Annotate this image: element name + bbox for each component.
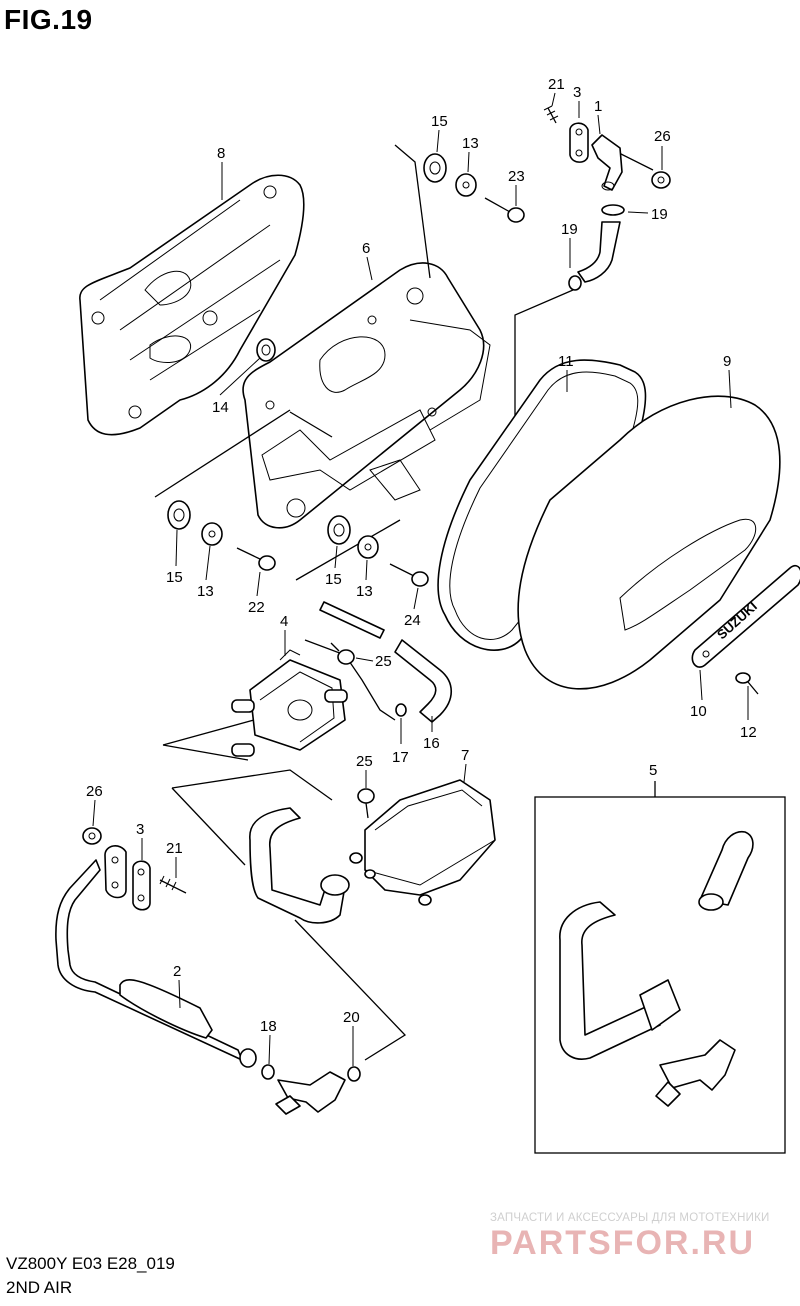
hose-16 — [394, 639, 453, 723]
flange-pipe-2 — [104, 845, 127, 899]
bracket-plate-6 — [242, 262, 491, 529]
bolt-22 — [236, 547, 276, 571]
kit-box-5 — [534, 781, 786, 1154]
label-1: 1 — [594, 98, 602, 115]
label-25-upper: 25 — [375, 653, 392, 670]
watermark-logo-text: PARTSFOR.RU — [490, 1224, 755, 1262]
label-19-top: 19 — [651, 206, 668, 223]
label-6: 6 — [362, 240, 370, 257]
clamp-19-left — [568, 275, 582, 291]
hose-elbow-center — [249, 807, 350, 924]
label-16: 16 — [423, 735, 440, 752]
label-23: 23 — [508, 168, 525, 185]
watermark-tagline: ЗАПЧАСТИ И АКСЕССУАРЫ ДЛЯ МОТОТЕХНИКИ — [490, 1212, 770, 1224]
pipe-1 — [591, 134, 623, 191]
label-12: 12 — [740, 724, 757, 741]
bolt-23 — [484, 197, 525, 223]
cover-9 — [517, 395, 781, 690]
grommet-15-top — [423, 153, 447, 183]
label-5: 5 — [649, 762, 657, 779]
label-7: 7 — [461, 747, 469, 764]
section-name: 2ND AIR — [6, 1278, 73, 1297]
label-22: 22 — [248, 599, 265, 616]
label-13-top: 13 — [462, 135, 479, 152]
label-21-bottom: 21 — [166, 840, 183, 857]
bolt-24 — [389, 563, 429, 587]
bolt-25-upper — [330, 642, 355, 665]
air-box-7 — [349, 779, 496, 906]
screw-12 — [735, 672, 759, 695]
nut-26-bottom — [82, 827, 102, 845]
label-9: 9 — [723, 353, 731, 370]
watermark-logo: PARTSFOR.RU — [490, 1224, 755, 1262]
pipe-short — [319, 601, 385, 639]
label-14: 14 — [212, 399, 229, 416]
reed-valve-4 — [231, 649, 348, 757]
nut-26-top — [651, 171, 671, 189]
gasket-3-bottom — [132, 860, 151, 911]
label-24: 24 — [404, 612, 421, 629]
gasket-11 — [437, 359, 647, 651]
washer-13-mid — [357, 535, 379, 559]
hose-upper — [577, 221, 621, 283]
clamp-18 — [261, 1064, 275, 1080]
tee-hose — [275, 1071, 346, 1115]
model-code: VZ800Y E03 E28_019 — [6, 1254, 175, 1273]
label-3-top: 3 — [573, 84, 581, 101]
label-11: 11 — [558, 353, 574, 370]
label-19-left: 19 — [561, 221, 578, 238]
label-2: 2 — [173, 963, 181, 980]
label-26-top: 26 — [654, 128, 671, 145]
clip-17 — [395, 703, 407, 717]
figure-title: FIG.19 — [4, 4, 93, 35]
pipe-2 — [55, 859, 257, 1068]
washer-13-top — [455, 173, 477, 197]
grommet-15-left — [167, 500, 191, 530]
leader-lines — [92, 92, 749, 1066]
label-15-top: 15 — [431, 113, 448, 130]
label-25-lower: 25 — [356, 753, 373, 770]
bolt-25-lower — [357, 788, 375, 819]
grommet-15-mid — [327, 515, 351, 545]
gasket-3-top — [569, 122, 589, 163]
label-26-bottom: 26 — [86, 783, 103, 800]
label-21-top: 21 — [548, 76, 565, 93]
label-15-left: 15 — [166, 569, 183, 586]
cover-plate-8 — [79, 174, 305, 436]
washer-13-left — [201, 522, 223, 546]
stud-21-top — [543, 105, 559, 124]
label-18: 18 — [260, 1018, 277, 1035]
stud-21-bottom — [159, 875, 187, 894]
label-13-left: 13 — [197, 583, 214, 600]
label-20: 20 — [343, 1009, 360, 1026]
label-4: 4 — [280, 613, 288, 630]
clamp-20 — [347, 1066, 361, 1082]
label-8: 8 — [217, 145, 225, 162]
clamp-19-top — [601, 204, 625, 216]
label-3-bottom: 3 — [136, 821, 144, 838]
label-10: 10 — [690, 703, 707, 720]
label-13-mid: 13 — [356, 583, 373, 600]
label-17: 17 — [392, 749, 409, 766]
grommet-14 — [256, 338, 276, 362]
part-labels: 8 6 14 15 13 23 21 3 1 26 19 19 11 9 15 … — [86, 76, 757, 1035]
label-15-mid: 15 — [325, 571, 342, 588]
